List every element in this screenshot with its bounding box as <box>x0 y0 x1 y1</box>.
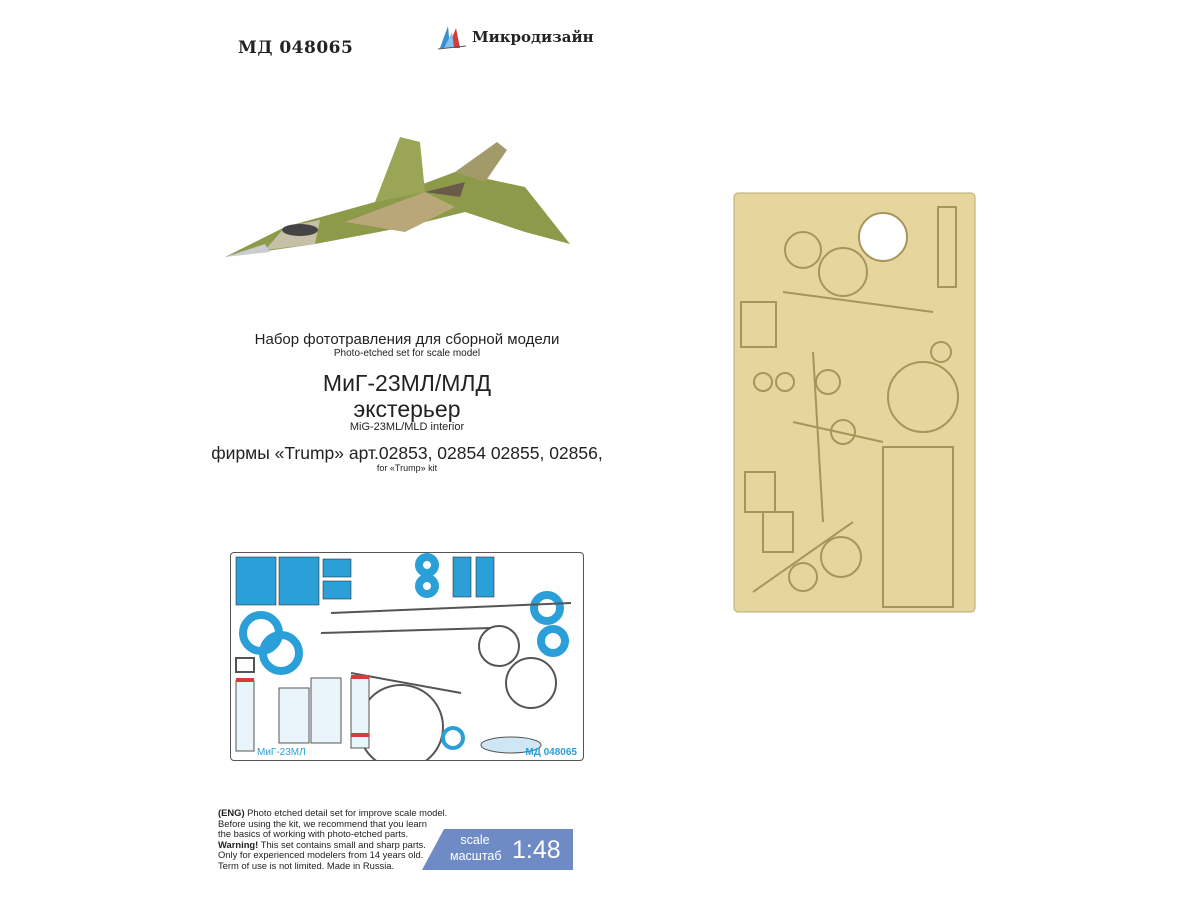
subtitle-ru: экстерьер <box>353 396 461 422</box>
product-code: МД 048065 <box>238 38 354 58</box>
scale-label-en: scale <box>460 833 490 847</box>
model-en: MiG-23ML/MLD interior <box>349 421 465 433</box>
parts-drawing <box>235 553 572 760</box>
scale-label-ru: масштаб <box>450 849 502 863</box>
title-en: Photo-etched set for scale model <box>333 348 481 359</box>
notice-warning: Warning! <box>218 838 259 850</box>
diagram-label-model: МиГ-23МЛ <box>257 747 306 758</box>
sail-logo-icon <box>438 26 467 50</box>
diagram-label-code: МД 048065 <box>525 747 577 758</box>
notice-line: Before using the kit, we recommend that … <box>218 817 427 829</box>
model-ru: МиГ-23МЛ/МЛД <box>322 370 492 396</box>
aircraft-photo <box>225 137 570 257</box>
brass-fret-photo <box>733 192 976 613</box>
notice-line: the basics of working with photo-etched … <box>218 828 409 840</box>
english-notice: (ENG) Photo etched detail set for improv… <box>218 807 448 872</box>
notice-line: Photo etched detail set for improve scal… <box>244 807 448 818</box>
brand-name: Микродизайн <box>472 28 594 46</box>
scale-badge: scale масштаб 1:48 <box>422 829 573 870</box>
notice-line: Term of use is not limited. Made in Russ… <box>218 859 395 871</box>
kit-ru: фирмы «Trump» арт.02853, 02854 02855, 02… <box>211 443 603 463</box>
fret-drawing <box>733 192 976 613</box>
badge-shape <box>422 829 573 870</box>
scale-value: 1:48 <box>512 836 561 864</box>
title-ru: Набор фототравления для сборной модели <box>254 331 560 348</box>
brand-logo: Микродизайн <box>438 24 594 50</box>
parts-diagram: МиГ-23МЛ МД 048065 <box>230 552 584 761</box>
kit-en: for «Trump» kit <box>376 463 438 473</box>
notice-lead: (ENG) <box>218 807 245 818</box>
notice-line: This set contains small and sharp parts. <box>258 838 426 850</box>
notice-line: Only for experienced modelers from 14 ye… <box>218 849 424 861</box>
